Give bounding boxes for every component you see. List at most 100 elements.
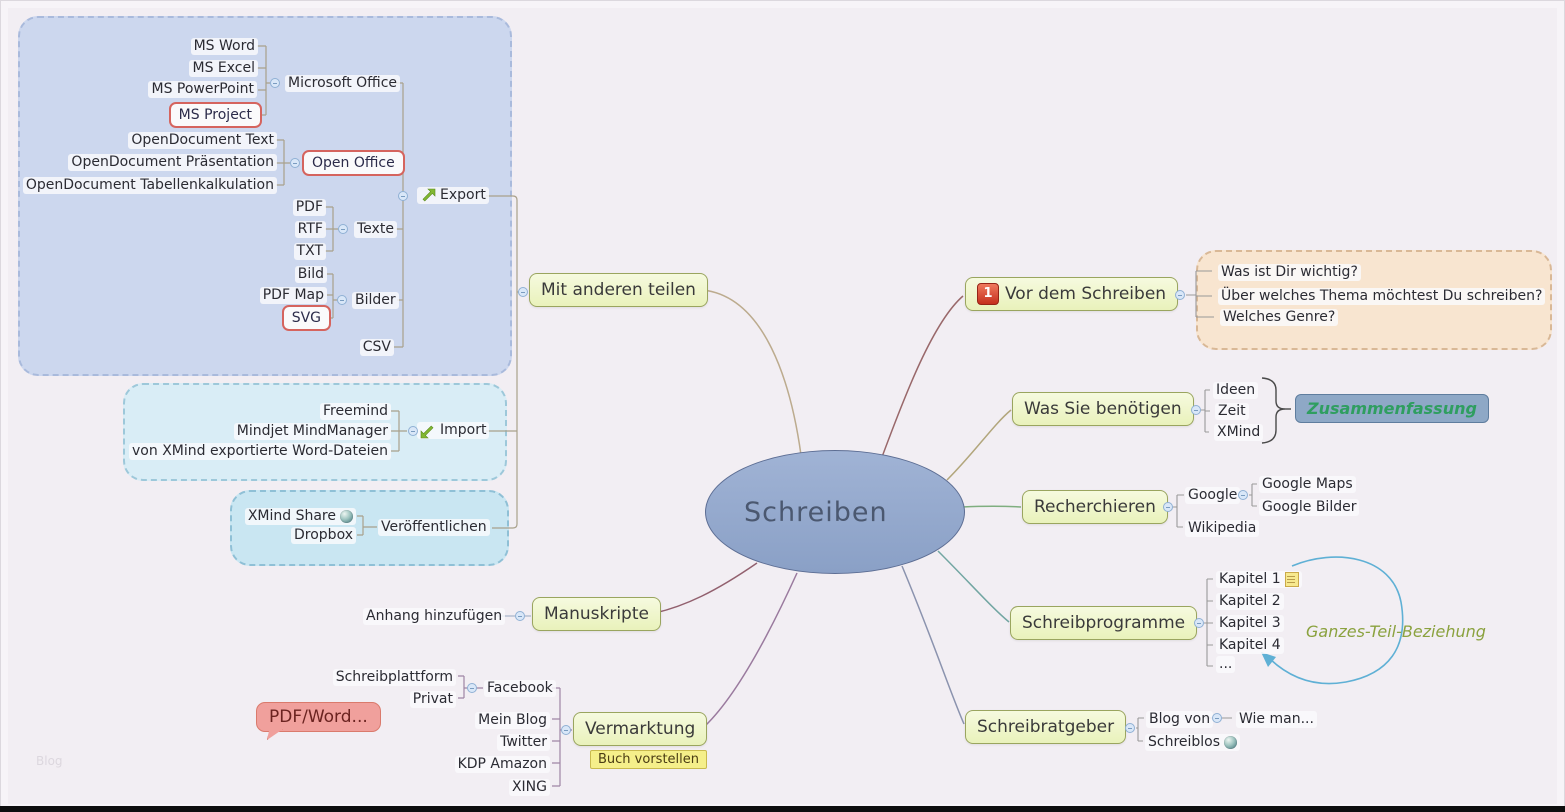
node-texte[interactable]: Texte bbox=[354, 221, 397, 238]
node-kapitel-4[interactable]: Kapitel 4 bbox=[1216, 637, 1284, 654]
node-open-office-highlighted[interactable]: Open Office bbox=[302, 150, 405, 176]
node-label: Twitter bbox=[500, 734, 547, 750]
node-xmind[interactable]: XMind bbox=[1214, 424, 1264, 441]
node-ms-word[interactable]: MS Word bbox=[190, 38, 258, 55]
node-txt[interactable]: TXT bbox=[293, 243, 326, 260]
node-facebook[interactable]: Facebook bbox=[484, 680, 556, 697]
node-ms-excel[interactable]: MS Excel bbox=[189, 60, 258, 77]
node-svg-highlighted[interactable]: SVG bbox=[281, 305, 331, 331]
topic-label: Recherchieren bbox=[1034, 497, 1156, 517]
node-kdp-amazon[interactable]: KDP Amazon bbox=[454, 756, 550, 773]
collapse-handle-mit-anderen-teilen[interactable] bbox=[518, 287, 528, 297]
node-question-1[interactable]: Was ist Dir wichtig? bbox=[1218, 264, 1361, 281]
topic-vor-dem-schreiben[interactable]: 1 Vor dem Schreiben bbox=[965, 277, 1179, 311]
node-export[interactable]: Export bbox=[417, 187, 489, 204]
collapse-handle-manuskripte[interactable] bbox=[515, 611, 525, 621]
node-zeit[interactable]: Zeit bbox=[1215, 403, 1249, 420]
node-blog-von[interactable]: Blog von bbox=[1146, 711, 1214, 728]
node-label: MS Excel bbox=[192, 60, 255, 76]
node-privat[interactable]: Privat bbox=[409, 691, 456, 708]
node-bild[interactable]: Bild bbox=[294, 266, 327, 283]
node-label: RTF bbox=[297, 221, 323, 237]
collapse-handle-schreibratgeber[interactable] bbox=[1125, 723, 1135, 733]
note-icon[interactable] bbox=[1284, 572, 1299, 587]
collapse-handle-open-office[interactable] bbox=[290, 158, 300, 168]
node-import[interactable]: Import bbox=[417, 422, 490, 439]
collapse-handle-vermarktung[interactable] bbox=[561, 725, 571, 735]
topic-was-sie-benoetigen[interactable]: Was Sie benötigen bbox=[1012, 392, 1194, 426]
node-google-bilder[interactable]: Google Bilder bbox=[1259, 499, 1360, 516]
node-opendocument-praesentation[interactable]: OpenDocument Präsentation bbox=[68, 154, 277, 171]
node-xmind-share[interactable]: XMind Share bbox=[244, 508, 356, 525]
node-xmind-word-dateien[interactable]: von XMind exportierte Word-Dateien bbox=[129, 443, 391, 460]
node-ideen[interactable]: Ideen bbox=[1213, 382, 1259, 399]
node-wie-man[interactable]: Wie man... bbox=[1236, 711, 1317, 728]
node-opendocument-text[interactable]: OpenDocument Text bbox=[128, 132, 277, 149]
node-label: PDF Map bbox=[262, 287, 324, 303]
node-label: Google Bilder bbox=[1262, 499, 1357, 515]
topic-label: Manuskripte bbox=[544, 604, 649, 624]
collapse-handle-bilder[interactable] bbox=[337, 295, 347, 305]
node-pdf[interactable]: PDF bbox=[292, 199, 326, 216]
node-wikipedia[interactable]: Wikipedia bbox=[1185, 520, 1260, 537]
summary-box[interactable]: Zusammenfassung bbox=[1295, 394, 1489, 423]
node-microsoft-office[interactable]: Microsoft Office bbox=[285, 75, 401, 92]
label-buch-vorstellen[interactable]: Buch vorstellen bbox=[590, 750, 707, 769]
node-mein-blog[interactable]: Mein Blog bbox=[475, 712, 550, 729]
collapse-handle-texte[interactable] bbox=[338, 224, 348, 234]
collapse-handle-vor-dem-schreiben[interactable] bbox=[1175, 290, 1185, 300]
node-question-2[interactable]: Über welches Thema möchtest Du schreiben… bbox=[1218, 288, 1546, 305]
collapse-handle-schreibprogramme[interactable] bbox=[1194, 618, 1204, 628]
topic-mit-anderen-teilen[interactable]: Mit anderen teilen bbox=[529, 273, 708, 307]
collapse-handle-google[interactable] bbox=[1238, 490, 1248, 500]
node-kapitel-1[interactable]: Kapitel 1 bbox=[1216, 571, 1302, 588]
topic-vermarktung[interactable]: Vermarktung bbox=[573, 712, 708, 746]
node-opendocument-tabellenkalkulation[interactable]: OpenDocument Tabellenkalkulation bbox=[22, 177, 277, 194]
collapse-handle-blog-von[interactable] bbox=[1212, 713, 1222, 723]
node-freemind[interactable]: Freemind bbox=[320, 403, 391, 420]
node-label: Schreiblos bbox=[1148, 734, 1221, 750]
node-label: MS PowerPoint bbox=[151, 81, 254, 97]
collapse-handle-recherchieren[interactable] bbox=[1163, 502, 1173, 512]
node-kapitel-ellipsis[interactable]: ... bbox=[1216, 656, 1236, 673]
central-topic[interactable]: Schreiben bbox=[705, 450, 965, 574]
collapse-handle-export[interactable] bbox=[398, 191, 408, 201]
node-dropbox[interactable]: Dropbox bbox=[291, 527, 356, 544]
node-mindjet-mindmanager[interactable]: Mindjet MindManager bbox=[233, 423, 391, 440]
node-google-maps[interactable]: Google Maps bbox=[1259, 476, 1356, 493]
globe-icon bbox=[1224, 736, 1238, 749]
node-veroeffentlichen[interactable]: Veröffentlichen bbox=[378, 519, 490, 536]
topic-schreibprogramme[interactable]: Schreibprogramme bbox=[1010, 606, 1198, 640]
collapse-handle-import[interactable] bbox=[408, 426, 418, 436]
collapse-handle-facebook[interactable] bbox=[467, 683, 477, 693]
topic-schreibratgeber[interactable]: Schreibratgeber bbox=[965, 710, 1127, 744]
node-rtf[interactable]: RTF bbox=[294, 221, 326, 238]
node-ms-project-highlighted[interactable]: MS Project bbox=[168, 102, 262, 128]
topic-label: Was Sie benötigen bbox=[1024, 399, 1182, 419]
node-anhang-hinzufuegen[interactable]: Anhang hinzufügen bbox=[363, 608, 506, 625]
node-pdf-map[interactable]: PDF Map bbox=[259, 287, 327, 304]
node-kapitel-2[interactable]: Kapitel 2 bbox=[1216, 593, 1284, 610]
node-label: XING bbox=[511, 779, 547, 795]
topic-label: Schreibprogramme bbox=[1022, 613, 1186, 633]
node-google[interactable]: Google bbox=[1185, 487, 1241, 504]
topic-manuskripte[interactable]: Manuskripte bbox=[532, 597, 661, 631]
node-label: ... bbox=[1219, 656, 1233, 672]
collapse-handle-was-sie-benoetigen[interactable] bbox=[1191, 405, 1201, 415]
node-question-3[interactable]: Welches Genre? bbox=[1220, 309, 1339, 326]
node-ms-powerpoint[interactable]: MS PowerPoint bbox=[148, 81, 257, 98]
node-kapitel-3[interactable]: Kapitel 3 bbox=[1216, 615, 1284, 632]
node-schreiblos[interactable]: Schreiblos bbox=[1145, 734, 1241, 751]
node-schreibplattform[interactable]: Schreibplattform bbox=[332, 669, 456, 686]
node-csv[interactable]: CSV bbox=[359, 339, 394, 356]
node-twitter[interactable]: Twitter bbox=[497, 734, 550, 751]
node-label: Bild bbox=[297, 266, 324, 282]
topic-recherchieren[interactable]: Recherchieren bbox=[1022, 490, 1168, 524]
node-xing[interactable]: XING bbox=[508, 779, 550, 796]
callout-pdf-word[interactable]: PDF/Word... bbox=[256, 702, 381, 732]
node-label: XMind bbox=[1217, 424, 1261, 440]
relation-label: Ganzes-Teil-Beziehung bbox=[1306, 622, 1486, 641]
node-bilder[interactable]: Bilder bbox=[352, 292, 399, 309]
collapse-handle-microsoft-office[interactable] bbox=[270, 78, 280, 88]
